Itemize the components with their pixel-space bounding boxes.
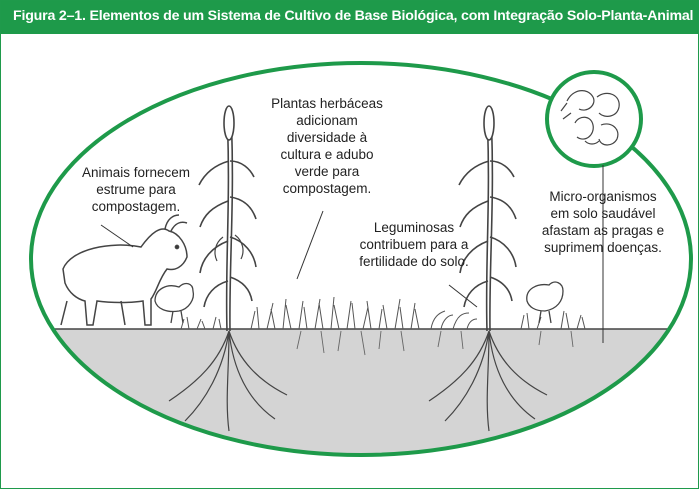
chicken-left [155, 284, 193, 323]
herbs-callout-line [297, 211, 323, 279]
microorganisms-label: Micro-organismos em solo saudável afasta… [517, 188, 689, 256]
ground-vegetation [181, 297, 585, 329]
chicken-right [527, 282, 563, 323]
herbs-label: Plantas herbáceas adicionam diversidade … [253, 95, 401, 197]
soil-area [21, 329, 698, 469]
animals-callout-line [101, 225, 133, 247]
legumes-label: Leguminosas contribuem para a fertilidad… [345, 219, 483, 270]
figure-title: Figura 2–1. Elementos de um Sistema de C… [13, 8, 693, 24]
figure-title-bar: Figura 2–1. Elementos de um Sistema de C… [1, 1, 698, 34]
animals-label: Animais fornecem estrume para compostage… [65, 164, 207, 215]
microorganism-magnifier [547, 72, 641, 166]
legumes-callout-line [449, 285, 477, 307]
